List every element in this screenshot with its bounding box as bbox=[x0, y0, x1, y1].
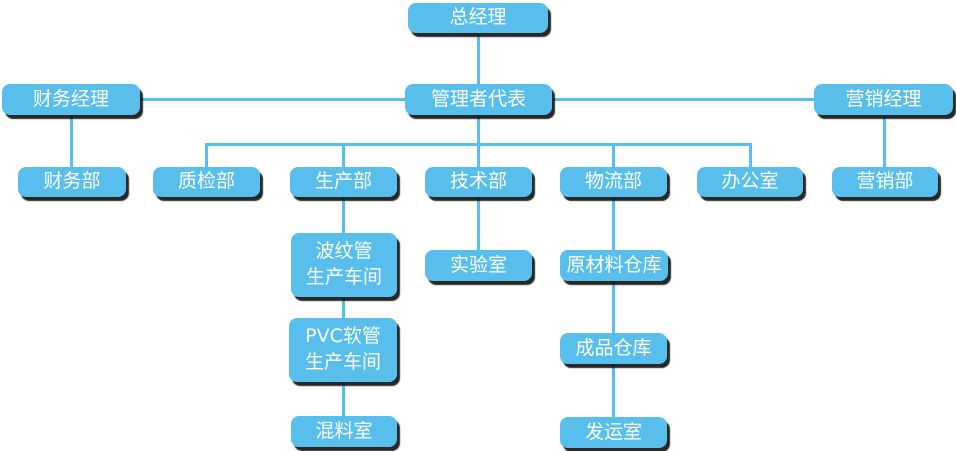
org-node-tech-dept: 技术部 bbox=[425, 167, 532, 197]
org-node-marketing-dept: 营销部 bbox=[832, 167, 938, 197]
connector-line bbox=[883, 115, 886, 168]
org-node-label: 波纹管 bbox=[315, 240, 373, 263]
org-node-finished-goods-warehouse: 成品仓库 bbox=[560, 333, 667, 364]
org-node-label: 生产车间 bbox=[305, 266, 382, 288]
connector-line bbox=[612, 280, 615, 334]
org-node-logistics-dept: 物流部 bbox=[560, 167, 667, 197]
connector-line bbox=[342, 143, 345, 168]
connector-line bbox=[749, 143, 752, 168]
org-node-mixing-room: 混料室 bbox=[291, 416, 397, 447]
org-node-label: 原材料仓库 bbox=[566, 253, 662, 276]
org-node-label: 发运室 bbox=[584, 420, 642, 443]
org-node-marketing-manager: 营销经理 bbox=[814, 84, 953, 115]
org-node-label: 质检部 bbox=[177, 170, 235, 193]
org-node-label: 混料室 bbox=[315, 419, 373, 442]
org-node-label: 营销经理 bbox=[845, 87, 922, 110]
org-node-label: 总经理 bbox=[449, 6, 507, 29]
org-node-label: 财务经理 bbox=[32, 87, 109, 110]
org-node-label: 办公室 bbox=[721, 170, 779, 193]
connector-line bbox=[477, 143, 480, 168]
connector-line bbox=[140, 98, 405, 101]
connector-line bbox=[477, 197, 480, 251]
org-node-corrugated-pipe-workshop: 波纹管生产车间 bbox=[291, 233, 397, 297]
org-node-laboratory: 实验室 bbox=[425, 250, 532, 281]
org-node-pvc-hose-workshop: PVC软管生产车间 bbox=[289, 318, 397, 382]
org-node-label: 管理者代表 bbox=[430, 87, 526, 110]
org-node-label: 物流部 bbox=[584, 170, 642, 193]
connector-line bbox=[552, 98, 814, 101]
connector-line bbox=[477, 33, 480, 84]
org-node-general-manager: 总经理 bbox=[408, 3, 548, 33]
org-node-qc-dept: 质检部 bbox=[153, 167, 260, 197]
connector-line bbox=[342, 381, 345, 417]
connector-line bbox=[612, 197, 615, 251]
org-node-production-dept: 生产部 bbox=[290, 167, 397, 197]
org-node-label: 成品仓库 bbox=[575, 336, 652, 359]
org-node-label: 生产部 bbox=[314, 170, 372, 193]
org-node-label: 营销部 bbox=[856, 170, 914, 193]
org-node-finance-dept: 财务部 bbox=[18, 167, 126, 197]
org-node-office: 办公室 bbox=[697, 167, 803, 197]
connector-line bbox=[70, 115, 73, 168]
org-node-label: PVC软管 bbox=[305, 325, 381, 348]
org-node-label: 技术部 bbox=[449, 170, 507, 193]
org-node-shipping-room: 发运室 bbox=[560, 417, 667, 448]
org-node-raw-material-warehouse: 原材料仓库 bbox=[560, 250, 668, 281]
org-node-label: 财务部 bbox=[43, 170, 101, 193]
org-node-management-representative: 管理者代表 bbox=[405, 84, 552, 115]
connector-line bbox=[612, 363, 615, 418]
connector-line bbox=[612, 143, 615, 168]
org-node-label: 实验室 bbox=[449, 253, 507, 276]
org-node-label: 生产车间 bbox=[304, 351, 381, 373]
connector-line bbox=[205, 143, 208, 168]
connector-line bbox=[477, 115, 480, 146]
connector-line bbox=[342, 296, 345, 319]
connector-line bbox=[342, 197, 345, 234]
org-node-finance-manager: 财务经理 bbox=[2, 84, 140, 115]
